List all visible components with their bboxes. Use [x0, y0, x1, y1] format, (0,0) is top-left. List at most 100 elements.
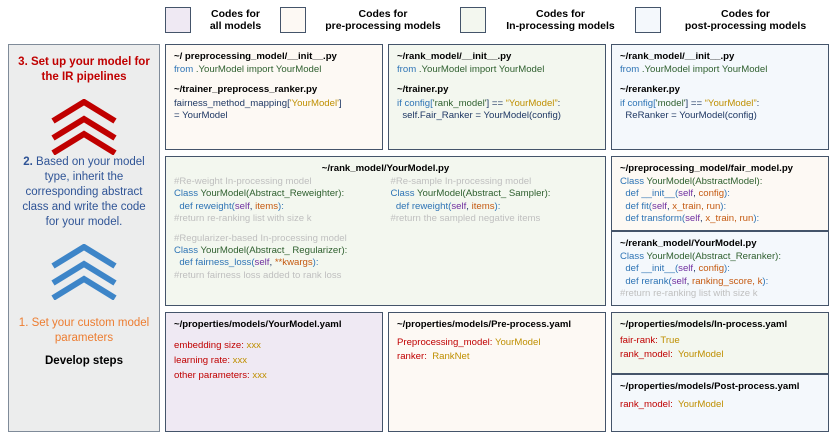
code-line: if config['model'] == “YourModel”:	[620, 98, 820, 110]
code-line: def fairness_loss(self, **kwargs):	[174, 257, 381, 269]
code-token: def	[390, 200, 412, 212]
code-comment: #return the sampled negative items	[390, 212, 541, 224]
code-token: self	[254, 257, 270, 269]
code-token: ):	[720, 200, 727, 212]
code-line: Class YourModel(Abstract_ Sampler):	[391, 188, 598, 200]
code-token: ,	[269, 257, 275, 269]
code-block: ~/properties/models/In-process.yaml fair…	[612, 313, 828, 365]
file-path-label: ~/rank_model/__init__.py	[620, 51, 735, 62]
code-token: transform(	[641, 212, 686, 224]
legend-swatch-pre-processing-models	[280, 7, 306, 33]
code-line: Class YourModel(Abstract_Reweighter):	[174, 188, 381, 200]
panel-inprocessing-registration: ~/rank_model/__init__.py from .YourModel…	[388, 44, 606, 150]
legend-item-post-processing-models: Codes for post-processing models	[635, 7, 830, 33]
code-line: from .YourModel import YourModel	[620, 64, 768, 76]
code-token: :	[557, 97, 561, 109]
code-token: ,	[693, 188, 699, 200]
develop-steps-sidebar: 3. Set up your model for the IR pipeline…	[8, 44, 160, 432]
code-token: YourModel(Abstract_Reranker):	[646, 251, 782, 263]
code-token: :	[756, 97, 760, 109]
file-path-label: ~/preprocessing_model/fair_model.py	[620, 163, 794, 174]
code-line: def fit(self, x_train, run):	[620, 201, 820, 213]
step-1-label: 1. Set your custom model parameters	[18, 317, 150, 344]
yaml-value: YourModel	[675, 399, 724, 411]
panel-in-process-yaml: ~/properties/models/In-process.yaml fair…	[611, 312, 829, 374]
step-3-label: 3. Set up your model for the IR pipeline…	[18, 56, 150, 83]
code-token: fit(	[641, 200, 653, 212]
code-token: ):	[762, 275, 769, 287]
yaml-row: other parameters: xxx	[174, 368, 374, 383]
code-token: ,	[249, 200, 256, 212]
code-comment: #return fairness loss added to rank loss	[174, 269, 342, 281]
code-token: rerank(	[641, 275, 672, 287]
code-token: 'YourModel'	[289, 97, 339, 109]
inprocessing-right-column: #Re-sample In-processing model Class You…	[381, 176, 598, 282]
panel-rank-model-yourmodel: ~/rank_model/YourModel.py #Re-weight In-…	[165, 156, 606, 306]
code-token: def	[174, 200, 196, 212]
code-token: Class	[174, 188, 201, 200]
code-token: ,	[700, 212, 706, 224]
legend-label-in-processing-models: Codes for In-processing models	[486, 8, 635, 33]
legend-item-in-processing-models: Codes for In-processing models	[460, 7, 635, 33]
file-path-label: ~/trainer_preprocess_ranker.py	[174, 84, 318, 96]
code-token: items	[471, 200, 495, 212]
code-token: Class	[174, 245, 201, 257]
code-token: def	[620, 212, 642, 224]
yaml-row: Preprocessing_model: YourModel	[397, 336, 597, 350]
legend-label-line1: Codes for	[358, 7, 408, 20]
code-line: Class YourModel(Abstract_ Regularizer):	[174, 245, 381, 257]
code-token: “YourModel”	[704, 97, 757, 109]
code-token: YourModel(Abstract_Reweighter):	[200, 188, 345, 200]
code-token: “YourModel”	[505, 97, 558, 109]
code-token: self	[671, 275, 687, 287]
step-2-label: 2. Based on your model type, inherit the…	[9, 155, 159, 230]
panel-rerank-model-yourmodel: ~/rerank_model/YourModel.py Class YourMo…	[611, 231, 829, 306]
legend-label-line1: Codes for	[210, 7, 260, 20]
code-token: self	[678, 188, 694, 200]
code-token: 'rank_model'	[432, 97, 487, 109]
step-2-number: 2.	[23, 156, 33, 168]
code-line: def transform(self, x_train, run):	[620, 213, 820, 225]
code-token: fairness_loss(	[195, 257, 255, 269]
code-line: self.Fair_Ranker = YourModel(config)	[397, 109, 561, 121]
legend-label-pre-processing-models: Codes for pre-processing models	[306, 8, 460, 33]
file-path-label: ~/trainer.py	[397, 84, 449, 96]
yaml-value: xxx	[252, 370, 267, 382]
code-token: self	[652, 200, 667, 212]
legend-label-post-processing-models: Codes for post-processing models	[661, 8, 830, 33]
yaml-key: embedding size:	[174, 340, 247, 352]
code-token: ,	[466, 200, 472, 212]
yaml-key: Preprocessing_model:	[397, 337, 495, 349]
legend-label-line1: Codes for	[535, 7, 585, 20]
code-block: ~/properties/models/Pre-process.yaml Pre…	[389, 313, 605, 367]
yaml-row: learning rate: xxx	[174, 353, 374, 368]
file-path-label: ~/properties/models/YourModel.yaml	[174, 319, 342, 330]
code-token: Class	[620, 251, 647, 263]
legend-label-line2: post-processing models	[684, 20, 807, 32]
yaml-value: True	[660, 335, 680, 347]
file-path-label: ~/rank_model/__init__.py	[397, 51, 512, 62]
yaml-row: rank_model: YourModel	[620, 398, 820, 412]
code-block: ~/rank_model/__init__.py from .YourModel…	[612, 45, 828, 126]
legend-swatch-post-processing-models	[635, 7, 661, 33]
legend-swatch-in-processing-models	[460, 7, 486, 33]
legend-label-all-models: Codes for all models	[191, 8, 280, 33]
code-token: def	[620, 200, 642, 212]
code-token: 'model'	[655, 97, 686, 109]
code-token: YourModel(AbstractModel):	[646, 176, 763, 188]
code-token: reweight(	[411, 200, 452, 212]
code-comment: #Regularizer-based In-processing model	[174, 233, 347, 245]
code-token: ,	[693, 263, 699, 275]
file-path-label: ~/properties/models/Post-process.yaml	[620, 381, 800, 392]
yaml-key: learning rate:	[174, 355, 233, 367]
code-token: ] ==	[685, 97, 705, 109]
code-token: fairness_method_mapping[	[174, 97, 290, 109]
code-token: ):	[753, 212, 760, 224]
code-token: YourModel(Abstract_ Regularizer):	[200, 245, 348, 257]
chevron-up-blue-icon	[51, 244, 117, 300]
code-block: ~/properties/models/YourModel.yaml embed…	[166, 313, 382, 387]
code-block: ~/properties/models/Post-process.yaml ra…	[612, 375, 828, 416]
inprocessing-left-column: #Re-weight In-processing model Class You…	[174, 176, 381, 282]
yaml-value: xxx	[232, 355, 248, 367]
panel-pre-process-yaml: ~/properties/models/Pre-process.yaml Pre…	[388, 312, 606, 432]
